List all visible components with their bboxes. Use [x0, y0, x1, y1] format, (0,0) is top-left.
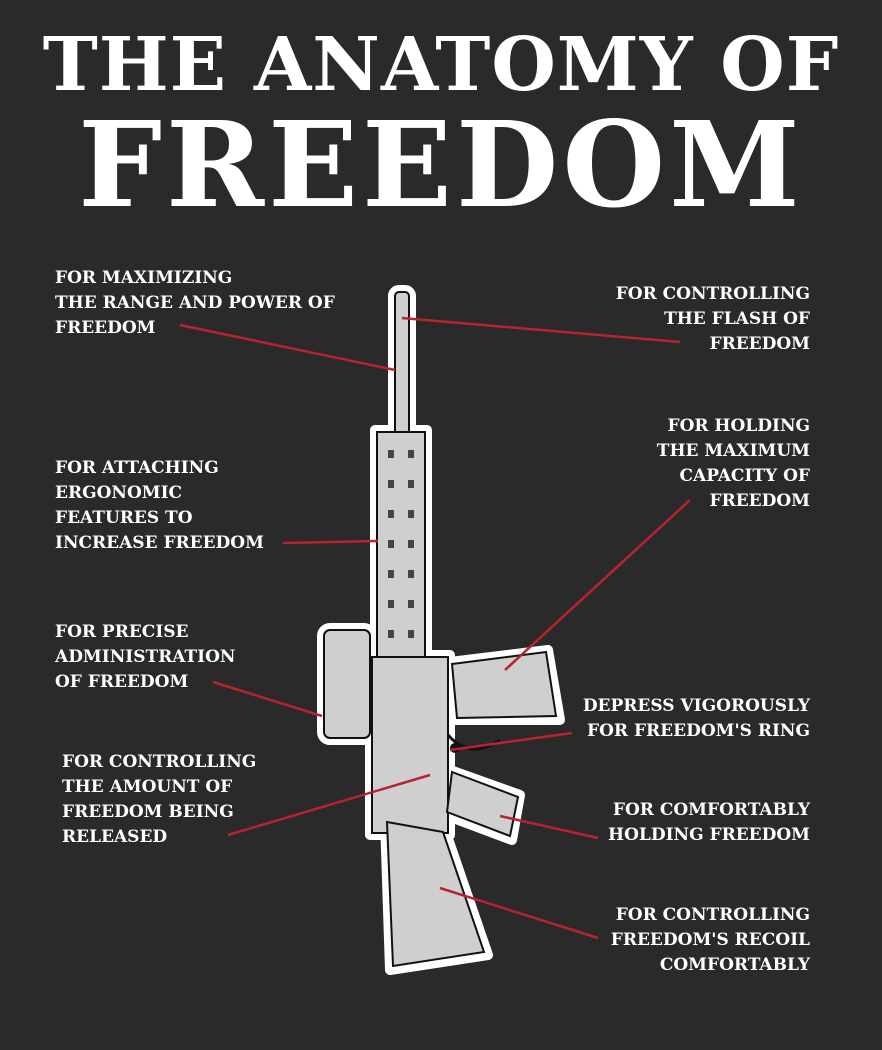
handguard-shape: [376, 431, 426, 669]
leader-line-grip: [499, 814, 599, 840]
leader-line-selector: [227, 773, 431, 837]
label-flash-hider: FOR CONTROLLING THE FLASH OF FREEDOM: [615, 284, 810, 354]
label-grip: FOR COMFORTABLY HOLDING FREEDOM: [608, 800, 810, 845]
label-scope: FOR PRECISE ADMINISTRATION OF FREEDOM: [55, 622, 236, 692]
leader-line-scope: [212, 680, 323, 718]
label-trigger: DEPRESS VIGOROUSLY FOR FREEDOM'S RING: [582, 696, 810, 741]
leader-line-trigger: [449, 731, 573, 752]
label-selector: FOR CONTROLLING THE AMOUNT OF FREEDOM BE…: [62, 752, 257, 847]
leader-line-barrel: [179, 323, 396, 372]
magazine-shape: [450, 650, 558, 720]
label-barrel: FOR MAXIMIZING THE RANGE AND POWER OF FR…: [55, 268, 335, 338]
leader-lines: [179, 316, 691, 940]
label-magazine: FOR HOLDING THE MAXIMUM CAPACITY OF FREE…: [656, 416, 810, 511]
receiver-shape: [371, 656, 449, 834]
leader-line-handguard: [282, 539, 379, 545]
title-line-2: FREEDOM: [78, 95, 804, 234]
stock-shape: [385, 820, 486, 968]
label-handguard: FOR ATTACHING ERGONOMIC FEATURES TO INCR…: [55, 458, 264, 553]
label-stock: FOR CONTROLLING FREEDOM'S RECOIL COMFORT…: [610, 905, 810, 975]
leader-line-flash-hider: [401, 316, 681, 344]
barrel-shape: [394, 291, 410, 435]
rifle-illustration: [317, 285, 565, 975]
title-line-1: THE ANATOMY OF: [42, 22, 840, 108]
scope-shape: [323, 629, 371, 739]
grip-shape: [445, 770, 520, 838]
leader-line-stock: [439, 886, 599, 940]
leader-line-magazine: [504, 499, 691, 671]
